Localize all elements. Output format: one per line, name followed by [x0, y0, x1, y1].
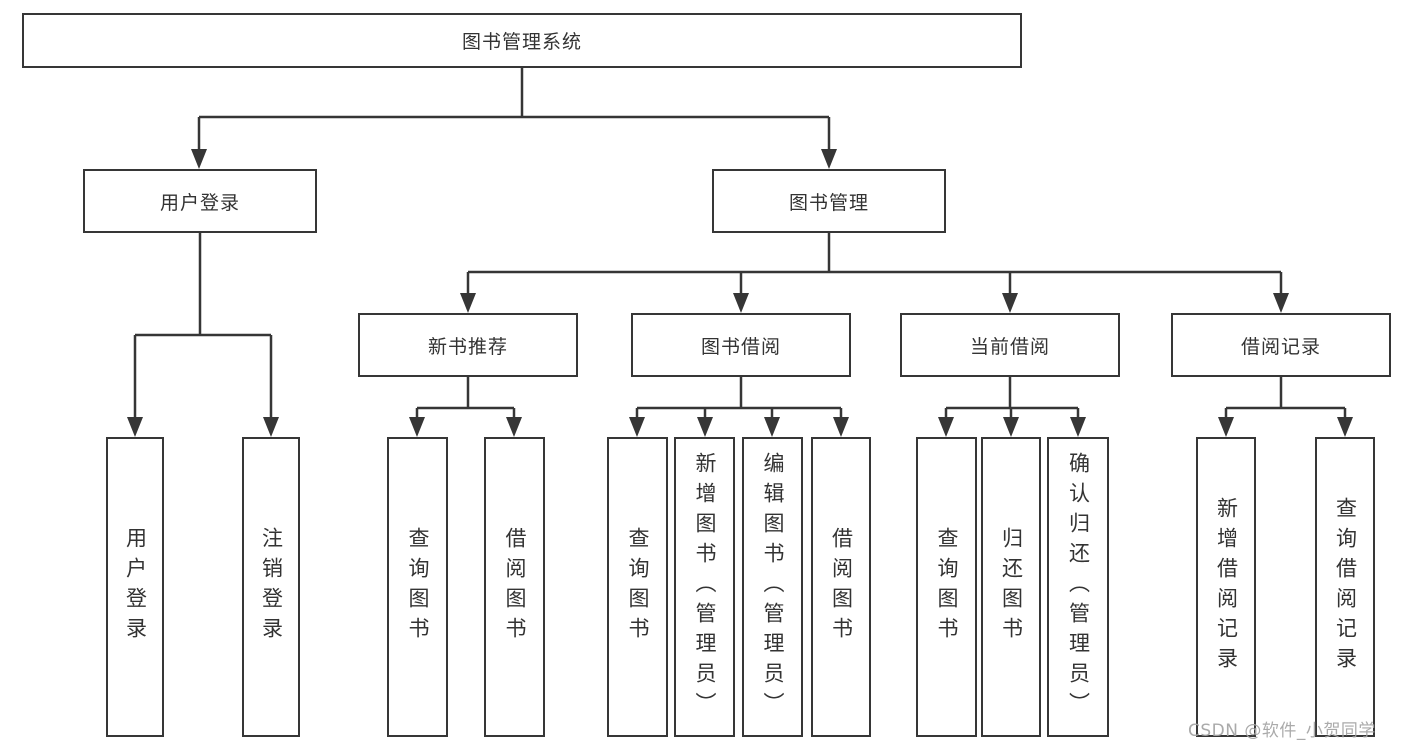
arrow-down-icon — [938, 417, 954, 437]
arrow-down-icon — [764, 417, 780, 437]
arrow-down-icon — [629, 417, 645, 437]
arrow-down-icon — [127, 417, 143, 437]
arrow-down-icon — [1070, 417, 1086, 437]
leaf-query-borrow-record: 查询借阅记录 — [1315, 437, 1375, 737]
connector-book-mgmt-to-level3 — [460, 233, 1289, 313]
arrow-down-icon — [1002, 293, 1018, 313]
arrow-down-icon — [833, 417, 849, 437]
arrow-down-icon — [191, 149, 207, 169]
node-current-borrowing: 当前借阅 — [900, 313, 1120, 377]
arrow-down-icon — [821, 149, 837, 169]
node-user-login: 用户登录 — [83, 169, 317, 233]
arrow-down-icon — [409, 417, 425, 437]
node-borrowing-records: 借阅记录 — [1171, 313, 1391, 377]
arrow-down-icon — [263, 417, 279, 437]
connector-borrow-record-to-leaves — [1218, 377, 1353, 437]
arrow-down-icon — [506, 417, 522, 437]
connector-user-login-to-leaves — [127, 233, 279, 437]
leaf-borrow-books-borrowing: 借阅图书 — [811, 437, 871, 737]
node-book-borrowing: 图书借阅 — [631, 313, 851, 377]
leaf-add-borrow-record: 新增借阅记录 — [1196, 437, 1256, 737]
connector-book-borrow-to-leaves — [629, 377, 849, 437]
connector-root-to-level2 — [191, 68, 837, 169]
leaf-user-login: 用户登录 — [106, 437, 164, 737]
arrow-down-icon — [733, 293, 749, 313]
connector-current-borrow-to-leaves — [938, 377, 1086, 437]
arrow-down-icon — [1273, 293, 1289, 313]
arrow-down-icon — [460, 293, 476, 313]
leaf-query-books-current: 查询图书 — [916, 437, 977, 737]
leaf-borrow-books-recommend: 借阅图书 — [484, 437, 545, 737]
leaf-confirm-return-admin: 确认归还（管理员） — [1047, 437, 1109, 737]
leaf-edit-books-admin: 编辑图书（管理员） — [742, 437, 803, 737]
arrow-down-icon — [1337, 417, 1353, 437]
leaf-add-books-admin: 新增图书（管理员） — [674, 437, 735, 737]
leaf-logout: 注销登录 — [242, 437, 300, 737]
node-new-book-recommend: 新书推荐 — [358, 313, 578, 377]
leaf-query-books-recommend: 查询图书 — [387, 437, 448, 737]
connector-new-book-rec-to-leaves — [409, 377, 522, 437]
leaf-query-books-borrowing: 查询图书 — [607, 437, 668, 737]
node-root-system: 图书管理系统 — [22, 13, 1022, 68]
arrow-down-icon — [1218, 417, 1234, 437]
csdn-watermark: CSDN @软件_小贺同学 — [1188, 721, 1376, 741]
arrow-down-icon — [1003, 417, 1019, 437]
leaf-return-books: 归还图书 — [981, 437, 1041, 737]
node-book-management: 图书管理 — [712, 169, 946, 233]
arrow-down-icon — [697, 417, 713, 437]
